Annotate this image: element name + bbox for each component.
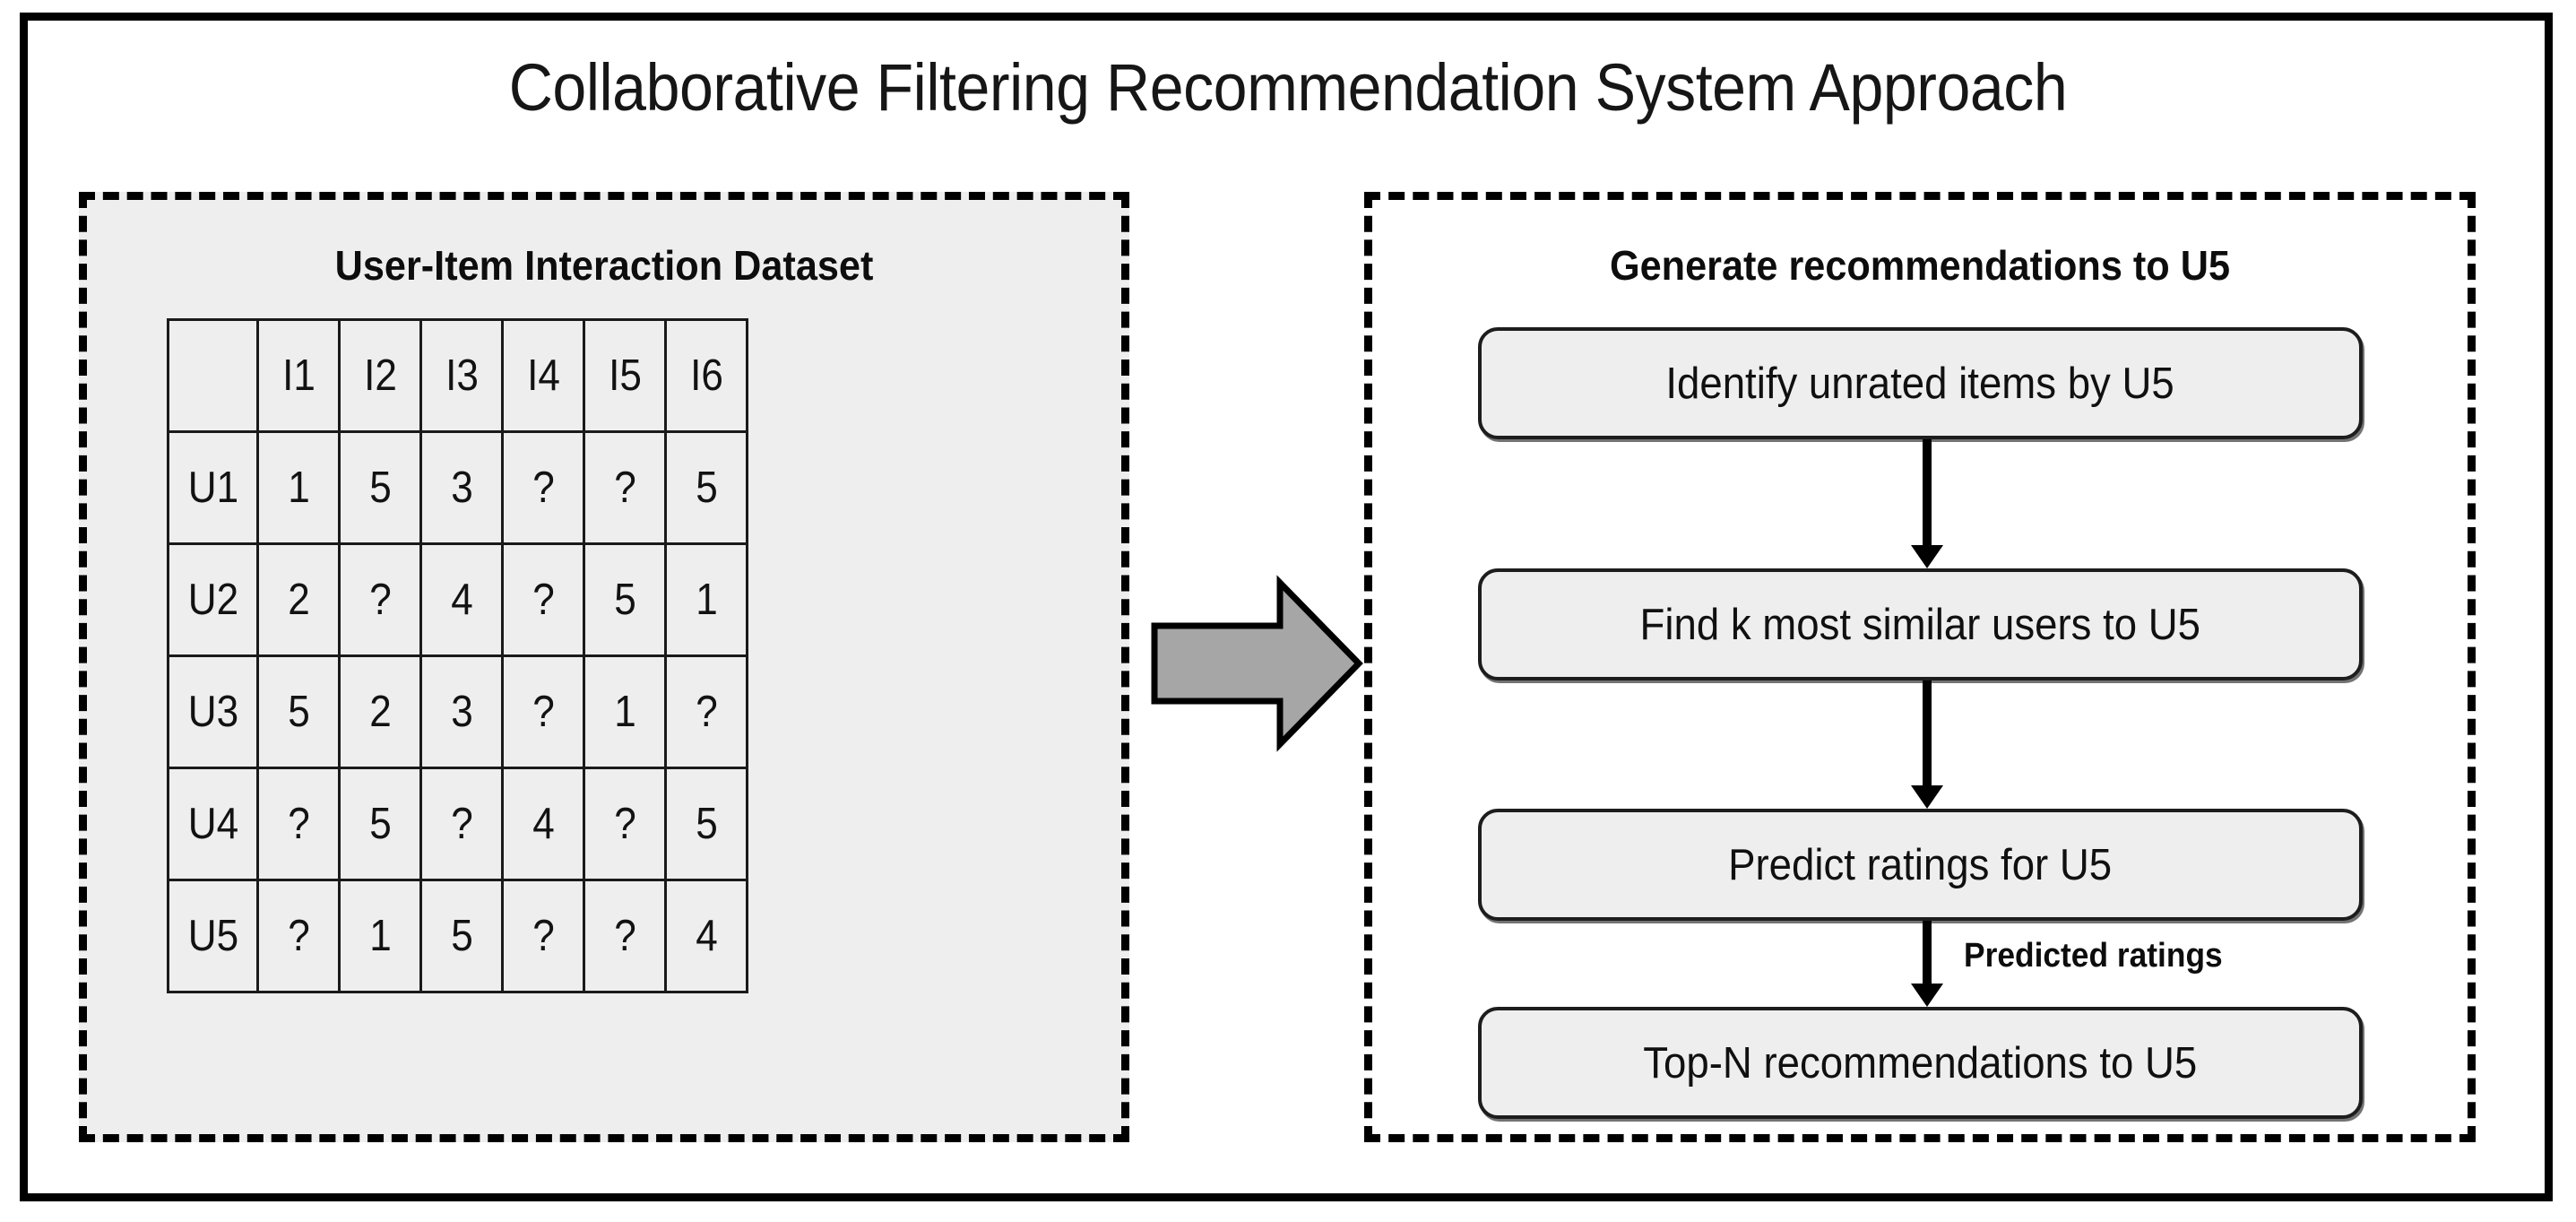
- flow-step-label: Identify unrated items by U5: [1665, 359, 2175, 408]
- flow-step-label: Top-N recommendations to U5: [1643, 1038, 2198, 1088]
- user-item-matrix: I1 I2 I3 I4 I5 I6 U1 1 5 3 ? ? 5: [167, 318, 748, 993]
- cell-u1-i2: 5: [341, 430, 419, 545]
- flow-step-find-similar-users[interactable]: Find k most similar users to U5: [1478, 568, 2363, 680]
- cell-u3-i5: 1: [586, 654, 663, 769]
- cell-u4-i4: 4: [505, 767, 582, 881]
- cell-u2-i2: ?: [341, 542, 419, 657]
- flow-step-label: Find k most similar users to U5: [1639, 600, 2201, 649]
- table-header-row: I1 I2 I3 I4 I5 I6: [169, 318, 748, 433]
- row-header-u4: U4: [171, 767, 255, 881]
- cell-u1-i6: 5: [668, 430, 745, 545]
- flow-step-identify-unrated-items[interactable]: Identify unrated items by U5: [1478, 327, 2363, 439]
- flow-step-label: Predict ratings for U5: [1728, 840, 2113, 889]
- right-panel-heading: Generate recommendations to U5: [1609, 242, 2231, 289]
- cell-u2-i1: 2: [260, 542, 337, 657]
- left-panel-heading: User-Item Interaction Dataset: [334, 242, 874, 289]
- table-row: U2 2 ? 4 ? 5 1: [169, 542, 748, 657]
- arrow-head: [1911, 785, 1943, 809]
- flow-step-predict-ratings[interactable]: Predict ratings for U5: [1478, 809, 2363, 921]
- matrix-corner-cell: [171, 318, 255, 433]
- row-header-u2: U2: [171, 542, 255, 657]
- arrow-step3-to-step4-icon: [1911, 921, 1943, 1007]
- column-header-i4: I4: [505, 318, 582, 433]
- table-row: U1 1 5 3 ? ? 5: [169, 430, 748, 545]
- row-header-u5: U5: [171, 879, 255, 993]
- cell-u3-i6: ?: [668, 654, 745, 769]
- right-block-arrow-icon: [1151, 575, 1363, 752]
- cell-u3-i4: ?: [505, 654, 582, 769]
- table-row: U5 ? 1 5 ? ? 4: [169, 879, 748, 993]
- arrow-step2-to-step3-icon: [1911, 680, 1943, 809]
- arrow-head: [1911, 984, 1943, 1007]
- flow-step-top-n-recommendations[interactable]: Top-N recommendations to U5: [1478, 1007, 2363, 1119]
- cell-u5-i1: ?: [260, 879, 337, 993]
- cell-u4-i2: 5: [341, 767, 419, 881]
- arrow-shaft: [1923, 680, 1932, 785]
- cell-u1-i3: 3: [423, 430, 500, 545]
- cell-u5-i2: 1: [341, 879, 419, 993]
- row-header-u1: U1: [171, 430, 255, 545]
- cell-u2-i5: 5: [586, 542, 663, 657]
- cell-u5-i6: 4: [668, 879, 745, 993]
- cell-u5-i4: ?: [505, 879, 582, 993]
- column-header-i1: I1: [260, 318, 337, 433]
- cell-u4-i6: 5: [668, 767, 745, 881]
- table-row: U4 ? 5 ? 4 ? 5: [169, 767, 748, 881]
- arrow-step1-to-step2-icon: [1911, 439, 1943, 568]
- row-header-u3: U3: [171, 654, 255, 769]
- cell-u4-i5: ?: [586, 767, 663, 881]
- cell-u5-i3: 5: [423, 879, 500, 993]
- arrow-shaft: [1923, 921, 1932, 984]
- cell-u2-i6: 1: [668, 542, 745, 657]
- cell-u3-i3: 3: [423, 654, 500, 769]
- arrow-shaft: [1923, 439, 1932, 545]
- cell-u2-i3: 4: [423, 542, 500, 657]
- arrow-head: [1911, 545, 1943, 568]
- cell-u4-i3: ?: [423, 767, 500, 881]
- column-header-i2: I2: [341, 318, 419, 433]
- column-header-i3: I3: [423, 318, 500, 433]
- table-row: U3 5 2 3 ? 1 ?: [169, 654, 748, 769]
- page-title: Collaborative Filtering Recommendation S…: [508, 50, 2068, 125]
- cell-u1-i1: 1: [260, 430, 337, 545]
- cell-u1-i4: ?: [505, 430, 582, 545]
- cell-u4-i1: ?: [260, 767, 337, 881]
- right-panel-recommendation-flow: Generate recommendations to U5 Identify …: [1364, 192, 2476, 1142]
- cell-u3-i2: 2: [341, 654, 419, 769]
- left-panel-dataset: User-Item Interaction Dataset I1 I2 I3 I…: [79, 192, 1129, 1142]
- column-header-i6: I6: [668, 318, 745, 433]
- cell-u5-i5: ?: [586, 879, 663, 993]
- cell-u2-i4: ?: [505, 542, 582, 657]
- edge-label-predicted-ratings: Predicted ratings: [1964, 937, 2223, 975]
- column-header-i5: I5: [586, 318, 663, 433]
- cell-u1-i5: ?: [586, 430, 663, 545]
- cell-u3-i1: 5: [260, 654, 337, 769]
